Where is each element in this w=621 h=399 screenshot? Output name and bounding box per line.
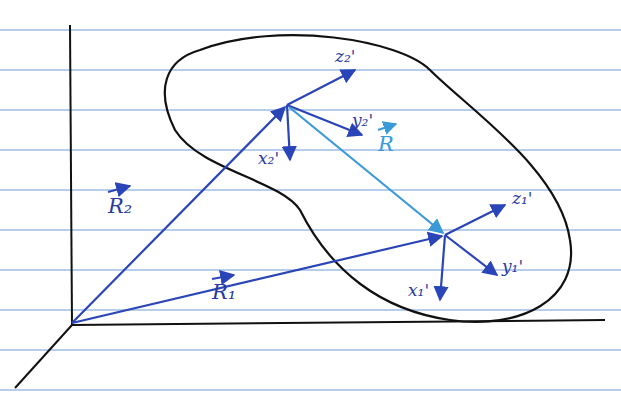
axis-label: R₂ [108,196,132,217]
axis-label: x₂' [258,150,279,167]
vectors [72,70,505,323]
axis-label: y₁' [502,258,523,275]
axes [15,25,605,388]
paper-lines [0,30,621,390]
axis-label: R₁ [212,282,236,303]
axis-label: z₂' [335,48,355,65]
axis-label: R [378,134,394,155]
axis-label: z₁' [512,190,532,207]
vector-mark [378,124,396,130]
relative-vector [289,107,443,233]
axis-label: y₂' [352,112,373,129]
body-outline [165,35,571,322]
axis-label: x₁' [408,282,429,299]
